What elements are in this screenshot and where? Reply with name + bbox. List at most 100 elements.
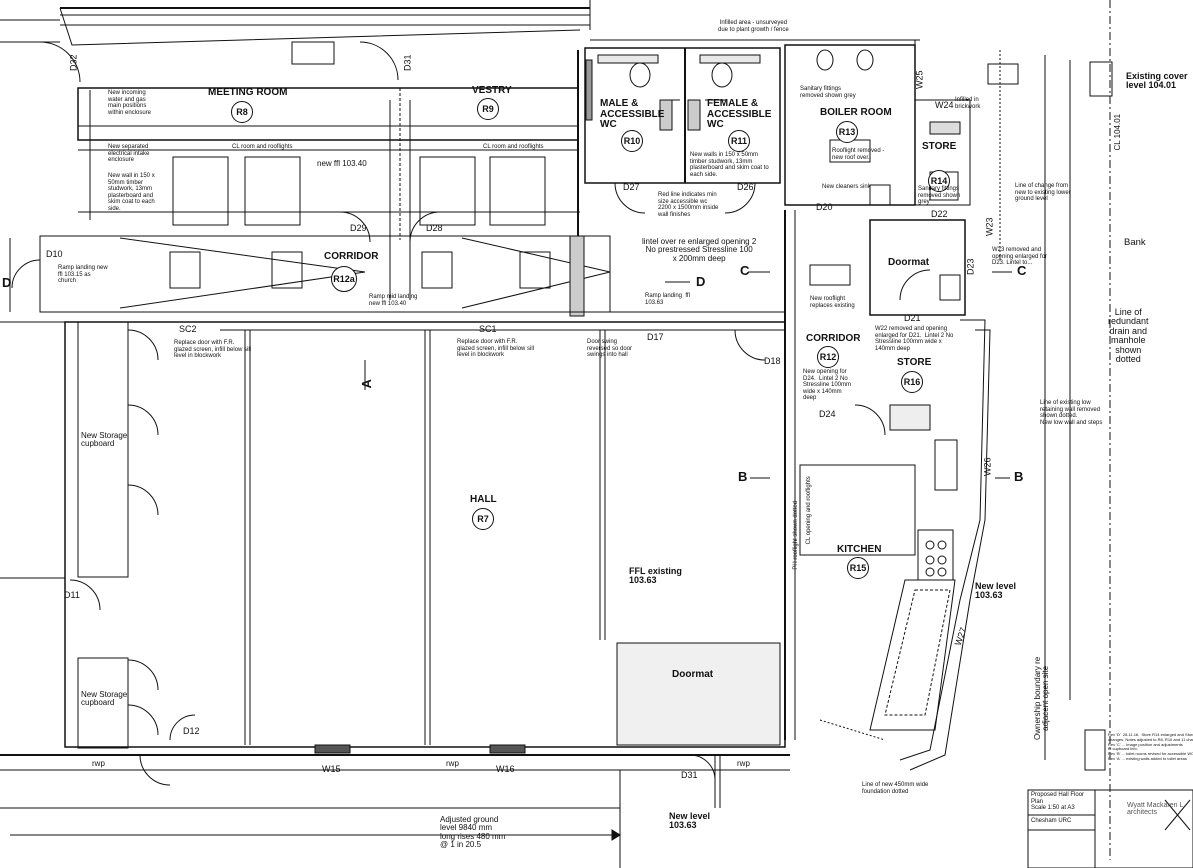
note-ramp-mid-landing: Ramp mid landing new ffl 103.40 — [369, 294, 418, 307]
note-rooflight-boiler: Rooflight removed - new roof over. — [832, 148, 885, 161]
window-w23: W23 — [984, 217, 995, 236]
note-replace-door-right: Replace door with F.R. glazed screen, in… — [457, 339, 535, 359]
note-infilled-area: Infilled area - unsurveyed due to plant … — [718, 20, 789, 33]
door-d18: D18 — [764, 356, 781, 366]
section-d-left: D — [2, 275, 12, 290]
title-block-frame — [1027, 729, 1193, 868]
room-tag-r12a: R12a — [331, 266, 357, 292]
door-d28: D28 — [426, 223, 443, 233]
window-w16: W16 — [496, 764, 515, 774]
top-boundary — [0, 0, 1113, 860]
note-kitchen-units-2: PH rooflight shown dotted — [793, 500, 800, 570]
section-b-left: B — [738, 469, 748, 484]
hall-walls — [0, 311, 790, 868]
screen-sc2: SC2 — [179, 324, 197, 334]
section-b-right: B — [1014, 469, 1024, 484]
hall-label: HALL — [470, 494, 497, 505]
note-sanitary-store: Sanitary fittings removed shown grey — [918, 186, 961, 206]
store-mid-label: STORE — [897, 357, 932, 368]
note-ramp-landing-right: Ramp landing ffl 103.63 — [645, 293, 690, 306]
note-new-wall-meeting: New wall in 150 x 50mm timber studwork, … — [108, 173, 155, 212]
note-door-swing: Door swing reversed so door swings into … — [587, 339, 633, 359]
note-cl-room-right: CL room and rooflights — [483, 144, 544, 150]
note-new-level-bottom: New level 103.63 — [669, 811, 711, 831]
room-tag-r14: R14 — [928, 170, 950, 192]
note-rwp-2: rwp — [446, 759, 459, 768]
note-electrical-intake: New separated electrical intake enclosur… — [108, 144, 150, 164]
door-d31-top: D31 — [402, 54, 413, 71]
note-red-line: Red line indicates min size accessible w… — [658, 192, 719, 218]
window-w26: W26 — [982, 457, 993, 476]
door-d10: D10 — [46, 249, 63, 259]
male-wc-label: MALE & ACCESSIBLE WC — [600, 98, 665, 130]
note-new-rooflight: New rooflight replaces existing — [810, 296, 855, 309]
door-d26: D26 — [737, 182, 754, 192]
note-infilled-brickwork: Infilled in brickwork — [955, 97, 981, 110]
note-incoming-mains: New incoming water and gas main position… — [108, 90, 152, 116]
note-lintel-opening: lintel over re enlarged opening 2 No pre… — [642, 237, 757, 263]
north-block-walls — [77, 50, 580, 300]
note-wc-walls: New walls in 150 x 50mm timber studwork,… — [690, 152, 769, 178]
door-d12: D12 — [183, 726, 200, 736]
room-tag-r15: R15 — [847, 557, 869, 579]
boiler-room-label: BOILER ROOM — [820, 107, 892, 118]
note-sanitary-boiler: Sanitary fittings removed shown grey — [800, 86, 856, 99]
room-tag-r16: R16 — [901, 371, 923, 393]
note-cl-room-left: CL room and rooflights — [232, 144, 293, 150]
room-tag-r8: R8 — [231, 101, 253, 123]
window-w25: W25 — [914, 70, 925, 89]
kitchen-walls — [799, 319, 991, 771]
storage-cupboards — [0, 321, 159, 749]
note-retaining-wall: Line of existing low retaining wall remo… — [1040, 400, 1103, 426]
section-c-left: C — [740, 263, 750, 278]
doormat-top-label: Doormat — [888, 257, 930, 268]
note-new-level-kitchen: New level 103.63 — [975, 581, 1017, 601]
note-w22-removed: W22 removed and opening enlarged for D21… — [875, 326, 954, 352]
title-drawing-title: Proposed Hall Floor Plan Scale 1:50 at A… — [1031, 792, 1085, 812]
note-rwp-3: rwp — [737, 759, 750, 768]
note-adjusted-ground: Adjusted ground level 9840 mm long rises… — [440, 815, 506, 850]
note-ramp-landing-left: Ramp landing new ffl 103.15 as church — [58, 265, 108, 285]
room-tag-r9: R9 — [477, 98, 499, 120]
window-w15: W15 — [322, 764, 341, 774]
door-d17: D17 — [647, 332, 664, 342]
door-d24: D24 — [819, 409, 836, 419]
note-cl-level: CL 104.01 — [1113, 113, 1123, 151]
note-ffl-existing: FFL existing 103.63 — [629, 566, 682, 586]
door-d11: D11 — [64, 590, 80, 600]
door-d23: D23 — [965, 258, 976, 275]
female-wc-label: FEMALE & ACCESSIBLE WC — [707, 98, 772, 130]
note-kitchen-units-1: CL opening and rooflights — [805, 476, 812, 545]
door-d32: D32 — [68, 54, 79, 71]
room-tag-r7: R7 — [472, 508, 494, 530]
room-tag-r12: R12 — [817, 346, 839, 368]
note-rwp-1: rwp — [92, 759, 105, 768]
door-swings — [11, 41, 931, 786]
section-a: A — [358, 379, 374, 389]
door-d20: D20 — [816, 202, 833, 212]
room-tag-r13: R13 — [836, 121, 858, 143]
door-d22: D22 — [931, 209, 948, 219]
note-foundation: Line of new 450mm wide foundation dotted — [862, 782, 929, 795]
window-w24: W24 — [935, 100, 954, 110]
section-d-right: D — [696, 274, 706, 289]
note-new-opening-d24: New opening for D24. Lintel 2 No Stressl… — [803, 369, 852, 402]
door-d21: D21 — [904, 313, 921, 323]
room-tag-r11: R11 — [728, 130, 750, 152]
door-d27: D27 — [623, 182, 640, 192]
note-replace-door-left: Replace door with F.R. glazed screen, in… — [174, 340, 252, 360]
note-w23-removed: W23 removed and opening enlarged for D23… — [992, 247, 1048, 267]
note-redundant-drain: Line of redundant drain and manhole show… — [1108, 307, 1149, 365]
meeting-room-label: MEETING ROOM — [208, 87, 288, 98]
note-cover-level: Existing cover level 104.01 — [1126, 71, 1188, 91]
section-c-right: C — [1017, 263, 1027, 278]
store-top-label: STORE — [922, 141, 957, 152]
title-firm: Wyatt Mackaren L architects — [1127, 802, 1184, 817]
note-new-ffl: new ffl 103.40 — [317, 159, 367, 168]
title-revision-notes: Rev 'D' 28.11.16. Store R14 enlarged and… — [1108, 732, 1193, 761]
door-d31-bottom: D31 — [681, 770, 698, 780]
doormat-hall-label: Doormat — [672, 669, 714, 680]
note-storage-2: New Storage cupboard — [81, 690, 128, 708]
note-cleaners-sink: New cleaners sink — [822, 184, 871, 190]
